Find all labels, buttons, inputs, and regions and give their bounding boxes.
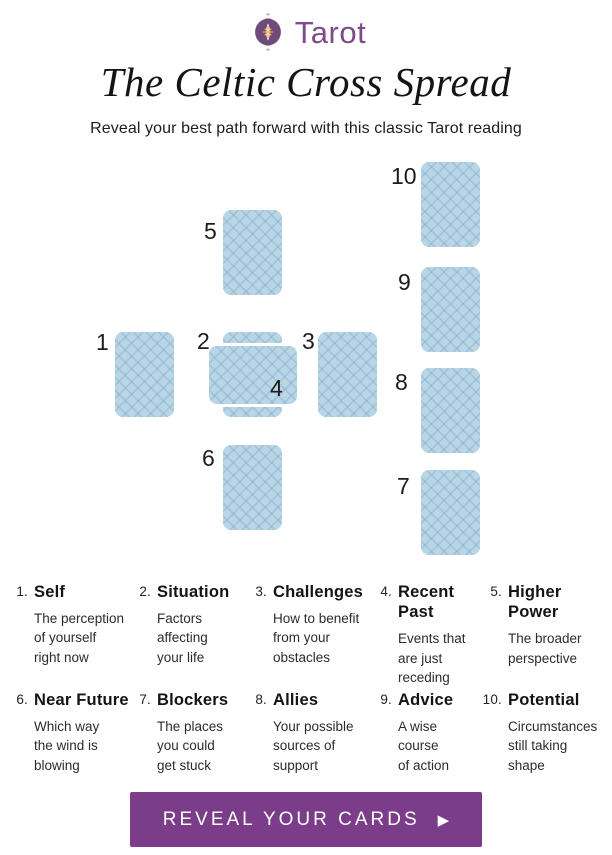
card-position-6 [223, 445, 282, 530]
legend-body: Factors affecting your life [157, 611, 208, 665]
legend-number: 8. [255, 692, 267, 707]
legend-item-allies: 8. Allies Your possible sources of suppo… [247, 690, 372, 775]
legend-number: 4. [380, 584, 392, 599]
legend-number: 10. [482, 692, 502, 707]
legend-title: Advice [398, 691, 454, 709]
legend-body: The perception of yourself right now [34, 611, 125, 665]
legend-title: Recent Past [398, 583, 455, 622]
legend-item-advice: 9. Advice A wise course of action [372, 690, 482, 775]
legend-body: Which way the wind is blowing [34, 719, 100, 773]
card-number-6: 6 [202, 445, 215, 471]
card-number-5: 5 [204, 218, 217, 244]
card-position-1 [115, 332, 174, 417]
legend-item-situation: 2. Situation Factors affecting your life [131, 582, 247, 687]
card-number-2: 2 [197, 328, 210, 354]
legend-title: Allies [273, 691, 319, 709]
legend-body: The places you could get stuck [157, 719, 224, 773]
legend-number: 3. [255, 584, 267, 599]
card-number-3: 3 [302, 328, 315, 354]
legend-item-self: 1. Self The perception of yourself right… [8, 582, 131, 687]
card-position-4 [206, 343, 300, 407]
legend-number: 2. [139, 584, 151, 599]
legend-title: Challenges [273, 583, 364, 601]
card-position-3 [318, 332, 377, 417]
card-number-10: 10 [391, 163, 417, 189]
legend-body: Your possible sources of support [273, 719, 354, 773]
legend-title: Situation [157, 583, 230, 601]
card-number-9: 9 [398, 269, 411, 295]
card-number-8: 8 [395, 369, 408, 395]
legend-item-challenges: 3. Challenges How to benefit from your o… [247, 582, 372, 687]
legend-title: Potential [508, 691, 580, 709]
logo[interactable]: Tarot [0, 12, 612, 52]
legend-number: 6. [16, 692, 28, 707]
reveal-cards-button[interactable]: REVEAL YOUR CARDS ▶ [130, 792, 482, 847]
legend-item-blockers: 7. Blockers The places you could get stu… [131, 690, 247, 775]
legend-title: Self [34, 583, 66, 601]
card-position-10 [421, 162, 480, 247]
legend-number: 7. [139, 692, 151, 707]
card-position-9 [421, 267, 480, 352]
card-number-7: 7 [397, 473, 410, 499]
legend-body: Circumstances still taking shape [508, 719, 598, 773]
legend-body: The broader perspective [508, 631, 582, 666]
card-number-4: 4 [270, 375, 283, 401]
legend-number: 9. [380, 692, 392, 707]
legend-body: A wise course of action [398, 719, 450, 773]
card-position-5 [223, 210, 282, 295]
legend-title: Near Future [34, 691, 129, 709]
double-crescent-moon-icon [254, 12, 281, 52]
legend-title: Higher Power [508, 583, 562, 622]
legend-item-near-future: 6. Near Future Which way the wind is blo… [8, 690, 131, 775]
legend-title: Blockers [157, 691, 229, 709]
legend-item-potential: 10. Potential Circumstances still taking… [482, 690, 604, 775]
play-arrow-icon: ▶ [437, 812, 450, 829]
legend-number: 5. [490, 584, 502, 599]
legend-row-2: 6. Near Future Which way the wind is blo… [8, 690, 604, 775]
reveal-cards-label: REVEAL YOUR CARDS [162, 808, 420, 830]
legend-row-1: 1. Self The perception of yourself right… [8, 582, 604, 687]
legend-item-higher-power: 5. Higher Power The broader perspective [482, 582, 604, 687]
card-position-7 [421, 470, 480, 555]
page-subtitle: Reveal your best path forward with this … [90, 120, 522, 137]
card-number-1: 1 [96, 329, 109, 355]
logo-text: Tarot [294, 14, 367, 50]
legend-body: Events that are just receding [398, 631, 466, 685]
page-title: The Celtic Cross Spread [100, 59, 512, 105]
legend-number: 1. [16, 584, 28, 599]
legend-body: How to benefit from your obstacles [273, 611, 360, 665]
card-position-8 [421, 368, 480, 453]
legend-item-recent-past: 4. Recent Past Events that are just rece… [372, 582, 482, 687]
